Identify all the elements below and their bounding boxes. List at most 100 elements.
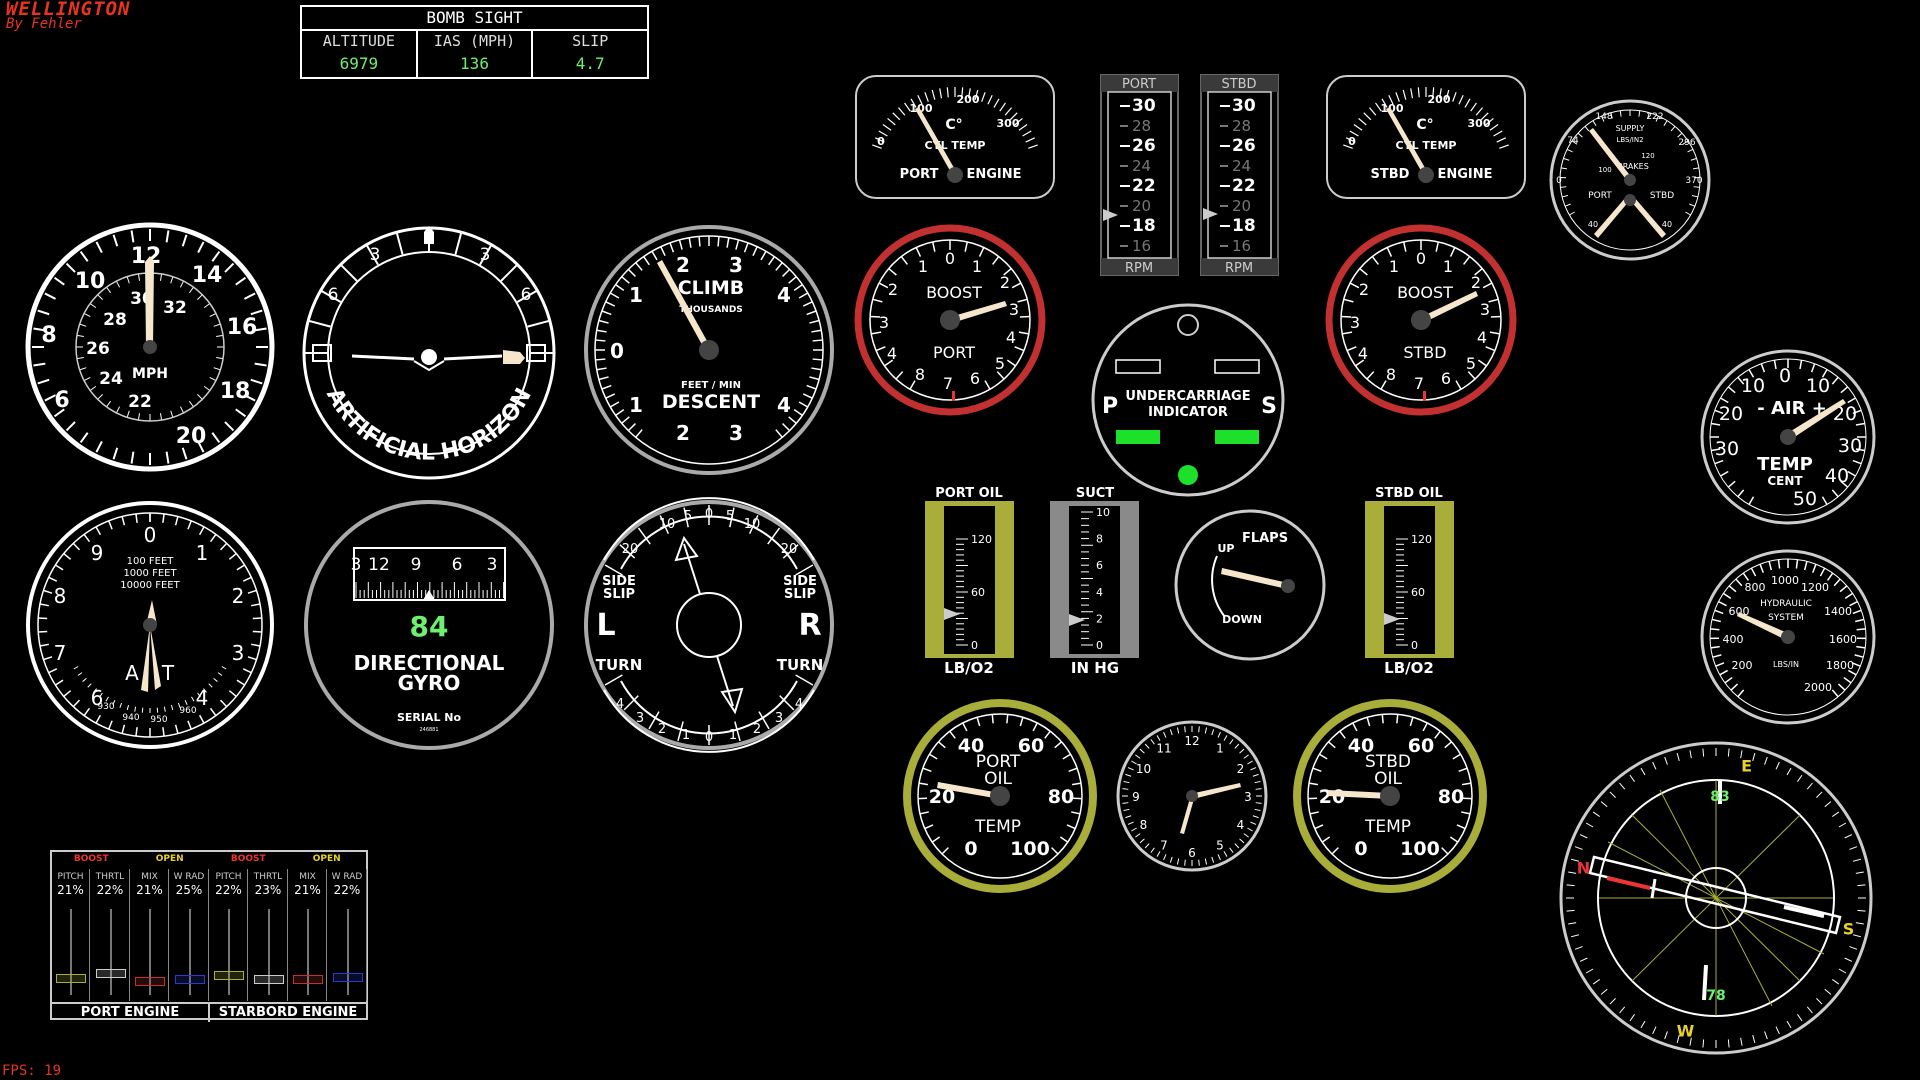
hydraulic-pressure-gauge[interactable]: 1000 800 1200 600 1400 400 1600 200 1800…	[1700, 549, 1876, 725]
tick	[1018, 331, 1029, 335]
lever-handle[interactable]	[135, 977, 165, 986]
tick	[788, 416, 797, 424]
tick	[1664, 1031, 1668, 1040]
tick	[1742, 572, 1750, 581]
tick	[1395, 92, 1400, 102]
tick	[919, 811, 929, 815]
scale-label: 4	[1096, 586, 1103, 599]
tick	[95, 440, 103, 453]
tick	[642, 256, 650, 266]
tick	[1122, 788, 1129, 790]
stbd-boost-gauge[interactable]: 1 0 1 2 3 4 5 6 7 8 4 3 2 BOOST STBD	[1325, 224, 1517, 416]
tick	[208, 683, 213, 688]
rpm-tick-label: 28	[1132, 117, 1151, 135]
stbd-cylinder-temp-gauge[interactable]: 0 100 200 300 C° CYL TEMP STBD ENGINE	[1326, 75, 1526, 199]
port-boost-gauge[interactable]: 1 0 1 2 3 4 5 6 7 8 4 3 2 BOOST PORT	[854, 224, 1046, 416]
tick	[748, 515, 759, 534]
tick	[1855, 618, 1865, 623]
vertical-speed-indicator[interactable]: 0 1 2 3 4 4 3 2 1 CLIMB THOUSANDS FEET /…	[584, 225, 834, 475]
tick	[1314, 824, 1324, 830]
lever-percent: 21%	[57, 883, 84, 897]
tick	[251, 603, 261, 607]
suction-unit: IN HG	[1071, 659, 1119, 677]
tick	[1585, 968, 1594, 974]
tick	[621, 416, 630, 424]
air-temp-label: 0	[1779, 365, 1791, 387]
tick	[119, 702, 123, 708]
tick	[609, 292, 620, 299]
tick	[527, 319, 550, 328]
tick	[1847, 470, 1856, 477]
airspeed-indicator[interactable]: 12 14 16 18 20 6 8 10 30 32 22 24 26 28 …	[25, 222, 275, 472]
tick	[1071, 782, 1082, 786]
flaps-indicator[interactable]: FLAPS UP DOWN	[1174, 509, 1326, 661]
lever-handle[interactable]	[214, 971, 244, 980]
tick	[1629, 774, 1635, 782]
lever-handle[interactable]	[174, 975, 205, 984]
tick	[1247, 827, 1253, 832]
tick	[179, 406, 185, 414]
tick	[1585, 822, 1594, 828]
directional-gyro[interactable]: 3 12 9 6 3 84 DIRECTIONAL GYRO SERIAL No…	[304, 500, 554, 750]
tick	[1821, 369, 1828, 378]
slip-needle	[674, 535, 701, 595]
air-temp-gauge[interactable]: 0 10 10 20 20 30 30 40 50 - AIR + TEMP C…	[1700, 349, 1876, 525]
port-cylinder-temp-gauge[interactable]: 0 100 200 300 C° CYL TEMP PORT ENGINE	[855, 75, 1055, 199]
turn-slip-indicator[interactable]: 20 10 5 0 5 10 20 4 3 2 1 0 1 2 3 4 SIDE…	[584, 497, 834, 753]
brake-pressure-gauge[interactable]: 148 222 74 296 0 370 40 40 SUPPLY LBS/IN…	[1549, 99, 1711, 261]
rpm-header: PORT	[1122, 77, 1156, 92]
tick	[1068, 767, 1078, 772]
tick	[812, 339, 823, 342]
tick	[1368, 107, 1377, 116]
lever-handle[interactable]	[56, 974, 86, 983]
tick	[177, 702, 181, 708]
altimeter[interactable]: 0 1 2 3 4 6 7 8 9 100 FEET 1000 FEET 100…	[26, 501, 274, 749]
tick	[1229, 739, 1234, 745]
tick	[87, 683, 92, 688]
hydraulic-unit: LBS/IN	[1773, 660, 1799, 669]
stbd-oil-temp-gauge[interactable]: 40 60 20 80 0 100 STBD OIL TEMP	[1293, 699, 1487, 893]
lever-handle[interactable]	[293, 975, 323, 984]
tick	[165, 451, 170, 464]
tick	[1458, 94, 1464, 105]
artificial-horizon[interactable]: 3 6 3 6 ARTIFICIAL HORIZON	[302, 226, 556, 480]
lever-handle[interactable]	[253, 975, 284, 984]
slip-label-right: SLIP	[784, 587, 816, 602]
brake-port-needle	[1594, 197, 1630, 238]
tick	[37, 309, 50, 316]
lever-handle[interactable]	[332, 973, 363, 982]
tick	[1832, 811, 1840, 817]
tick	[1009, 112, 1018, 121]
tick	[235, 276, 247, 286]
tick	[1727, 480, 1736, 488]
tick	[1570, 858, 1579, 862]
port-rpm-pointer	[1103, 209, 1118, 221]
hydraulic-label: 2000	[1804, 681, 1832, 694]
tick	[760, 250, 767, 261]
rpm-tick-label: 30	[1232, 96, 1256, 116]
undercarriage-label-1: UNDERCARRIAGE	[1125, 389, 1250, 404]
tick	[1125, 815, 1132, 819]
stbd-gear-down-light	[1215, 430, 1259, 444]
undercarriage-indicator[interactable]: P S UNDERCARRIAGE INDICATOR	[1091, 303, 1285, 497]
stbd-engine-label: STARBORD ENGINE	[218, 1005, 358, 1020]
lever-handle[interactable]	[95, 969, 126, 978]
port-oil-temp-gauge[interactable]: 40 60 20 80 0 100 PORT OIL TEMP	[903, 699, 1097, 893]
tick	[806, 384, 817, 390]
tick	[1127, 821, 1134, 825]
